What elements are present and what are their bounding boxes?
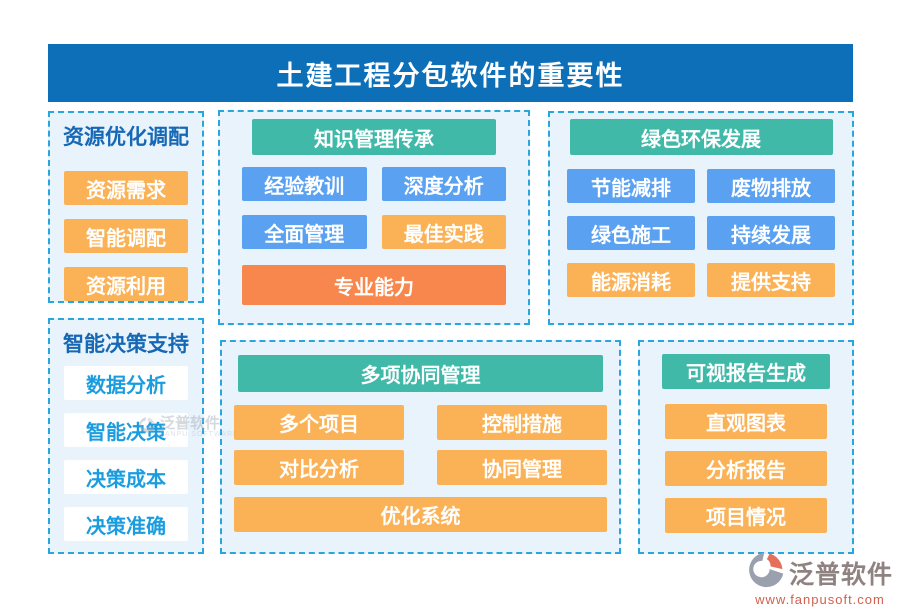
diagram-block: 持续发展 bbox=[707, 216, 835, 250]
diagram-block: 智能调配 bbox=[64, 219, 188, 253]
diagram-block: 最佳实践 bbox=[381, 215, 506, 249]
diagram-block: 经验教训 bbox=[242, 167, 367, 201]
diagram-block: 决策成本 bbox=[64, 460, 188, 494]
diagram-block: 直观图表 bbox=[665, 404, 827, 439]
diagram-block: 节能减排 bbox=[567, 169, 695, 203]
diagram-block: 深度分析 bbox=[381, 167, 506, 201]
panel-multi-project-collaboration: 多项协同管理 多个项目 控制措施 对比分析 协同管理 优化系统 bbox=[220, 340, 621, 554]
page-title: 土建工程分包软件的重要性 bbox=[48, 44, 853, 102]
panel-visual-report: 可视报告生成 直观图表 分析报告 项目情况 bbox=[638, 340, 854, 554]
panel-header: 可视报告生成 bbox=[662, 354, 830, 389]
diagram-block: 能源消耗 bbox=[567, 263, 695, 297]
panel-resource-allocation: 资源优化调配 资源需求 智能调配 资源利用 bbox=[48, 111, 204, 303]
diagram-block: 项目情况 bbox=[665, 498, 827, 533]
diagram-block: 废物排放 bbox=[707, 169, 835, 203]
fanpu-logo-icon bbox=[746, 550, 786, 595]
footer-logo-name: 泛普软件 bbox=[789, 560, 894, 589]
panel-header: 知识管理传承 bbox=[252, 119, 496, 155]
diagram-block: 提供支持 bbox=[707, 263, 835, 297]
panel-header: 绿色环保发展 bbox=[569, 119, 833, 155]
diagram-block: 全面管理 bbox=[242, 215, 367, 249]
diagram-block: 资源需求 bbox=[64, 171, 188, 205]
diagram-block: 绿色施工 bbox=[567, 216, 695, 250]
footer-logo[interactable]: 泛普软件 www.fanpusoft.com bbox=[746, 550, 894, 607]
diagram-block: 决策准确 bbox=[64, 507, 188, 541]
panel-header: 多项协同管理 bbox=[238, 355, 603, 392]
panel-decision-support: 智能决策支持 数据分析 智能决策 决策成本 决策准确 bbox=[48, 318, 204, 554]
diagram-block: 优化系统 bbox=[234, 497, 607, 532]
panel-green-development: 绿色环保发展 节能减排 废物排放 绿色施工 持续发展 能源消耗 提供支持 bbox=[548, 111, 854, 325]
diagram-block: 资源利用 bbox=[64, 267, 188, 301]
diagram-block: 控制措施 bbox=[437, 405, 607, 440]
panel-knowledge-management: 知识管理传承 经验教训 深度分析 全面管理 最佳实践 专业能力 bbox=[218, 110, 530, 325]
diagram-block: 专业能力 bbox=[242, 265, 506, 305]
panel-header: 智能决策支持 bbox=[63, 333, 189, 356]
diagram-block: 协同管理 bbox=[437, 450, 607, 485]
diagram-block: 对比分析 bbox=[234, 450, 404, 485]
panel-header: 资源优化调配 bbox=[63, 126, 189, 149]
diagram-block: 分析报告 bbox=[665, 451, 827, 486]
diagram-block: 多个项目 bbox=[234, 405, 404, 440]
diagram-block: 数据分析 bbox=[64, 366, 188, 400]
diagram-block: 智能决策 bbox=[64, 413, 188, 447]
